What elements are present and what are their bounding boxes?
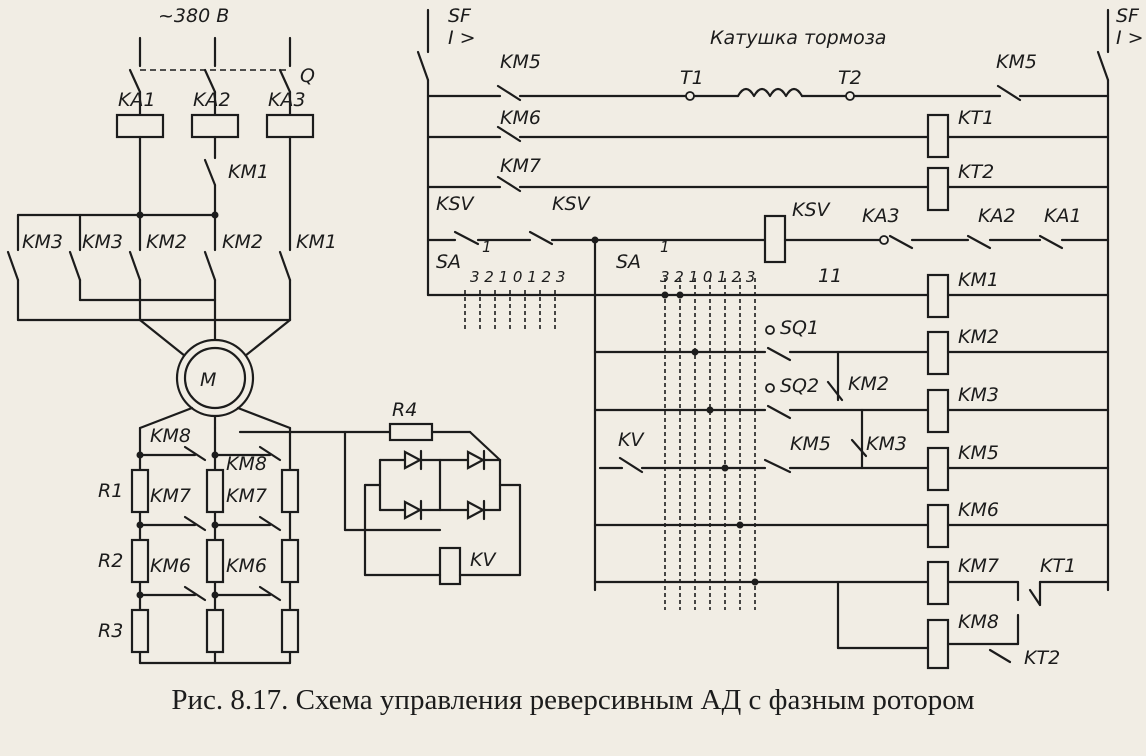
sa-right-positions-label: 3 2 1 0 1 2 3	[660, 268, 755, 286]
km2-ctrl-label: KM2	[848, 373, 889, 395]
voltage-relay-bridge	[238, 422, 522, 586]
km5-coil-label: KM5	[958, 442, 999, 464]
km7-ctrl-label: KM7	[500, 155, 541, 177]
km7-rotor-label-a: KM7	[150, 485, 191, 507]
km8-rotor-label-b: KM8	[226, 453, 267, 475]
km6-coil-label: KM6	[958, 499, 999, 521]
km3-power-label-a: KM3	[22, 231, 63, 253]
ksv-contact-label-b: KSV	[552, 193, 592, 215]
sq1-label: SQ1	[780, 317, 819, 339]
kt2-contact-label: KT2	[1024, 647, 1060, 669]
sa-right-position-one: 1	[660, 238, 670, 256]
r3-label: R3	[98, 620, 123, 642]
km7-rotor-label-b: KM7	[226, 485, 267, 507]
km2-power-label-a: KM2	[146, 231, 187, 253]
ksv-contact-label-a: KSV	[436, 193, 476, 215]
sa-right-label: SA	[616, 251, 641, 273]
t2-label: T2	[838, 67, 862, 89]
km8-coil-label: KM8	[958, 611, 999, 633]
sf-right-trip: I >	[1116, 27, 1144, 49]
km1-power-label: KM1	[228, 161, 269, 183]
power-circuit	[6, 36, 315, 665]
ka3-label: KA3	[268, 89, 306, 111]
km2-power-label-b: KM2	[222, 231, 263, 253]
sf-left-trip: I >	[448, 27, 476, 49]
sa-right-positions	[664, 278, 756, 610]
brake-coil-label: Катушка тормоза	[710, 27, 886, 49]
ka1-contact-label: KA1	[1044, 205, 1082, 227]
sf-right-label: SF	[1116, 5, 1140, 27]
r2-label: R2	[98, 550, 123, 572]
ka3-contact-label: KA3	[862, 205, 900, 227]
r4-label: R4	[392, 399, 417, 421]
km2-coil-label: KM2	[958, 326, 999, 348]
km5-ctrl-label-b: KM5	[996, 51, 1037, 73]
labels: ~380 В Q SF I > SF I > Катушка тормоза K…	[22, 5, 1144, 669]
km1-coil-label: KM1	[958, 269, 999, 291]
motor-label: M	[200, 369, 216, 391]
km5-ctrl-label-c: KM5	[790, 433, 831, 455]
ka1-label: KA1	[118, 89, 156, 111]
kt1-contact-label: KT1	[1040, 555, 1076, 577]
kt2-coil-label: KT2	[958, 161, 994, 183]
q-label: Q	[300, 65, 315, 87]
kv-contact-label: KV	[618, 429, 645, 451]
km1-power-label-b: KM1	[296, 231, 337, 253]
km6-rotor-label-b: KM6	[226, 555, 267, 577]
km3-coil-label: KM3	[958, 384, 999, 406]
r1-label: R1	[98, 480, 123, 502]
km7-coil-label: KM7	[958, 555, 999, 577]
kt1-coil-label: KT1	[958, 107, 994, 129]
supply-label: ~380 В	[158, 5, 229, 27]
sa-left-position-one: 1	[482, 238, 492, 256]
node-11-label: 11	[818, 265, 842, 287]
ka2-label: KA2	[193, 89, 231, 111]
ka2-contact-label: KA2	[978, 205, 1016, 227]
sa-left-label: SA	[436, 251, 461, 273]
km6-rotor-label-a: KM6	[150, 555, 191, 577]
km8-rotor-label-a: KM8	[150, 425, 191, 447]
figure-caption: Рис. 8.17. Схема управления реверсивным …	[171, 684, 975, 716]
control-circuit	[416, 8, 1110, 670]
kv-coil-label: KV	[470, 549, 497, 571]
sa-left-positions-label: 3 2 1 0 1 2 3	[470, 268, 565, 286]
km5-ctrl-label-a: KM5	[500, 51, 541, 73]
km6-ctrl-label: KM6	[500, 107, 541, 129]
ksv-coil-label: KSV	[792, 199, 832, 221]
sq2-label: SQ2	[780, 375, 819, 397]
km3-power-label-b: KM3	[82, 231, 123, 253]
t1-label: T1	[680, 67, 704, 89]
sf-left-label: SF	[448, 5, 472, 27]
km3-ctrl-label: KM3	[866, 433, 907, 455]
